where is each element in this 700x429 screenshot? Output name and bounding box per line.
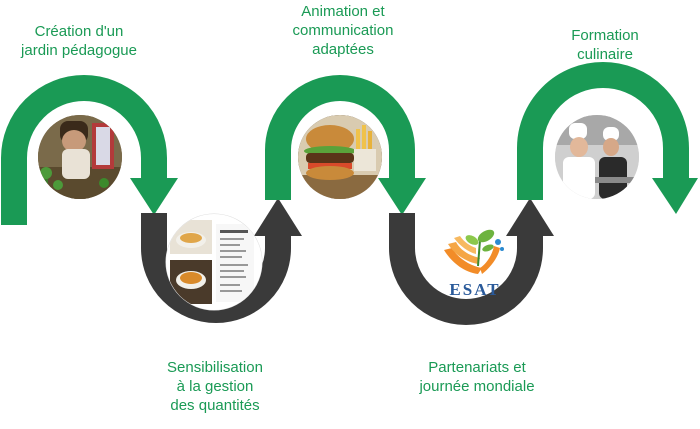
flow-arrowhead-4 — [506, 198, 554, 236]
flow-arch-1 — [1, 75, 167, 225]
esat-logo: ESAT — [438, 222, 512, 304]
flow-valley-2 — [389, 213, 543, 325]
burger-photo — [298, 115, 382, 199]
flow-arrowhead-2 — [254, 198, 302, 236]
recipe-card-photo — [166, 214, 262, 310]
step-2-label: Sensibilisation à la gestion des quantit… — [167, 359, 263, 414]
flow-arrowhead-3 — [378, 178, 426, 215]
gardening-photo — [38, 115, 122, 199]
flow-arch-2 — [265, 75, 415, 200]
step-5-label: Formation culinaire — [571, 27, 639, 63]
step-1-label: Création d'un jardin pédagogue — [21, 23, 137, 59]
flow-arrowhead-1 — [130, 178, 178, 215]
step-3-label: Animation et communication adaptées — [292, 3, 394, 58]
esat-logo-text: ESAT — [449, 280, 501, 299]
flow-arch-3 — [517, 62, 689, 200]
chefs-photo — [555, 115, 639, 199]
flow-arrowhead-5 — [652, 178, 698, 214]
step-4-label: Partenariats et journée mondiale — [419, 359, 535, 395]
esat-hands-leaf-icon — [444, 229, 504, 274]
